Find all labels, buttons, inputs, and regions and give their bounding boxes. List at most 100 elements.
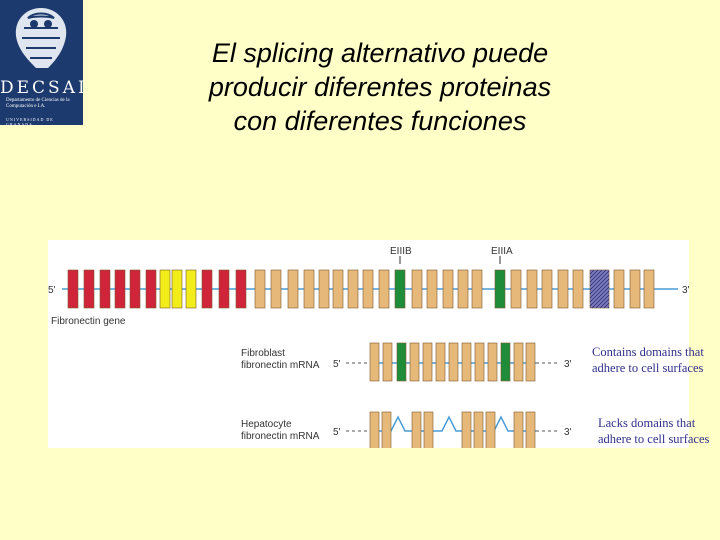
exon-hatch (589, 269, 595, 275)
tan-exon (381, 411, 392, 451)
fibroblast-label-line2: fibronectin mRNA (241, 360, 320, 371)
tan-exon (303, 269, 315, 309)
tan-exon (510, 269, 522, 309)
tan-exon (613, 269, 625, 309)
fibroblast-5prime-label: 5' (333, 359, 341, 370)
tan-exon (254, 269, 266, 309)
tan-exon (461, 342, 472, 382)
green-exon (494, 269, 506, 309)
red-exon (99, 269, 111, 309)
red-exon (145, 269, 157, 309)
exon-hatch (589, 282, 610, 303)
tan-exon (442, 269, 454, 309)
exon-hatch (603, 302, 610, 309)
red-exon (218, 269, 230, 309)
tan-exon (426, 269, 438, 309)
logo-name: DECSAI (0, 78, 88, 98)
exon-hatch (595, 294, 610, 309)
tan-exon (457, 269, 469, 309)
tan-exon (423, 411, 434, 451)
decsai-logo: DECSAI Departamento de Ciencias de la Co… (0, 0, 88, 127)
exon-hatch (589, 269, 607, 287)
yellow-exon (185, 269, 197, 309)
tan-exon (643, 269, 655, 309)
red-exon (201, 269, 213, 309)
title-line-2: producir diferentes proteinas (208, 72, 552, 102)
tan-exon (487, 342, 498, 382)
red-exon (114, 269, 126, 309)
tan-exon (541, 269, 553, 309)
tan-exon (572, 269, 584, 309)
exon-hatch (599, 298, 610, 309)
hepatocyte-note: Lacks domains that adhere to cell surfac… (598, 416, 710, 446)
exon-hatch (607, 306, 610, 309)
tan-exon (382, 342, 393, 382)
tan-exon (473, 411, 484, 451)
exon-hatch (589, 286, 610, 307)
exon-hatch (589, 270, 610, 291)
red-exon (67, 269, 79, 309)
hepatocyte-exons (369, 411, 536, 451)
exon-hatch (589, 269, 603, 283)
tan-exon (287, 269, 299, 309)
tan-exon (435, 342, 446, 382)
hepatocyte-label-line2: fibronectin mRNA (241, 431, 320, 442)
fibroblast-exons (369, 342, 536, 382)
hepatocyte-5prime-label: 5' (333, 427, 341, 438)
title-line-3: con diferentes funciones (233, 106, 527, 136)
eiiib-label: EIIIB (390, 246, 412, 257)
slide-title: El splicing alternativo puede producir d… (120, 36, 640, 138)
tan-exon (448, 342, 459, 382)
exon-hatch (589, 278, 610, 299)
tan-exon (369, 342, 380, 382)
fibroblast-3prime-label: 3' (564, 359, 572, 370)
red-exon (235, 269, 247, 309)
green-exon (396, 342, 407, 382)
tan-exon (347, 269, 359, 309)
hepatocyte-3prime-label: 3' (564, 427, 572, 438)
fibroblast-note: Contains domains that adhere to cell sur… (592, 345, 704, 375)
tan-exon (369, 411, 380, 451)
tan-exon (513, 342, 524, 382)
tan-exon (318, 269, 330, 309)
exon-hatch (589, 269, 599, 279)
title-line-1: El splicing alternativo puede (211, 38, 549, 68)
gene-3prime-label: 3' (682, 285, 689, 296)
splicing-diagram-svg: 5' 3' EIIIB EIIIA Fibronectin gene Fibro… (48, 240, 690, 451)
red-exon (83, 269, 95, 309)
tan-exon (629, 269, 641, 309)
tan-exon (525, 411, 536, 451)
splicing-diagram: 5' 3' EIIIB EIIIA Fibronectin gene Fibro… (48, 240, 690, 451)
hepatocyte-label-line1: Hepatocyte (241, 419, 292, 430)
tan-exon (525, 342, 536, 382)
tan-exon (411, 411, 422, 451)
tan-exon (485, 411, 496, 451)
tan-exon (474, 342, 485, 382)
logo-department: Departamento de Ciencias de la Computaci… (6, 98, 70, 109)
green-exon (500, 342, 511, 382)
exon-hatch (591, 290, 610, 309)
tan-exon (270, 269, 282, 309)
yellow-exon (171, 269, 183, 309)
tan-exon (409, 342, 420, 382)
tan-exon (378, 269, 390, 309)
fibroblast-label-line1: Fibroblast (241, 348, 285, 359)
eiiia-label: EIIIA (491, 246, 513, 257)
tan-exon (513, 411, 524, 451)
green-exon (394, 269, 406, 309)
gene-label: Fibronectin gene (51, 316, 126, 327)
red-exon (129, 269, 141, 309)
owl-crest-icon (15, 8, 67, 68)
gene-exons (67, 269, 655, 309)
exon-hatch (589, 274, 610, 295)
logo-university: UNIVERSIDAD DE GRANADA (6, 117, 54, 127)
tan-exon (332, 269, 344, 309)
tan-exon (471, 269, 483, 309)
tan-exon (362, 269, 374, 309)
yellow-exon (159, 269, 171, 309)
tan-exon (557, 269, 569, 309)
gene-5prime-label: 5' (48, 285, 56, 296)
tan-exon (422, 342, 433, 382)
tan-exon (526, 269, 538, 309)
tan-exon (411, 269, 423, 309)
